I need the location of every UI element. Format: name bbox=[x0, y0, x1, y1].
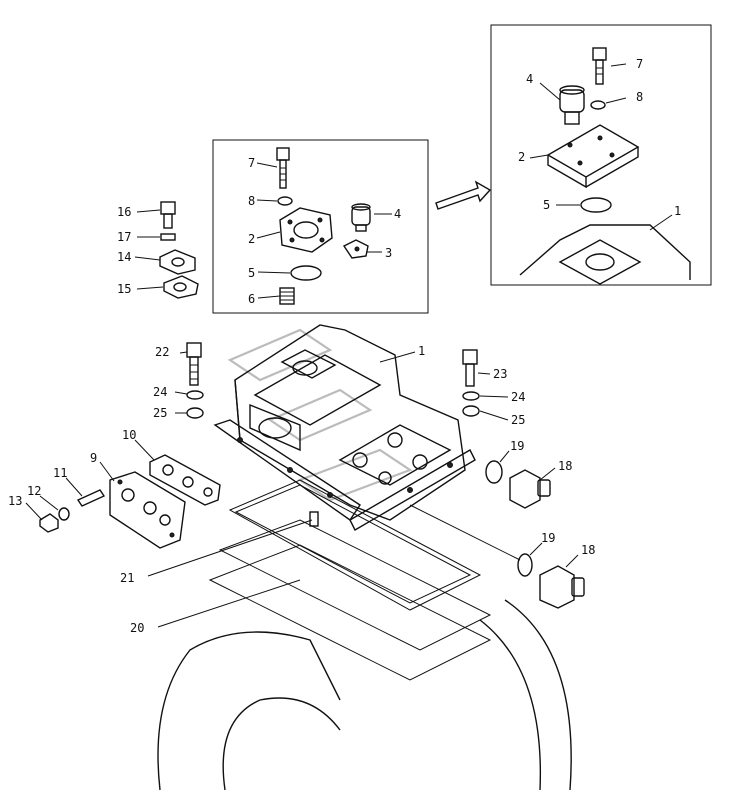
stud-11 bbox=[76, 489, 106, 507]
plug-18-lower bbox=[539, 565, 585, 609]
label-5-right: 5 bbox=[543, 198, 550, 212]
plate-2-right bbox=[546, 124, 640, 189]
label-18-lower: 18 bbox=[581, 543, 595, 557]
label-24-right: 24 bbox=[511, 390, 525, 404]
gasket-15 bbox=[163, 275, 199, 299]
washer-24-right bbox=[462, 391, 480, 401]
label-6: 6 bbox=[248, 292, 255, 306]
label-5-center: 5 bbox=[248, 266, 255, 280]
bolt-7-right bbox=[592, 47, 607, 85]
label-17: 17 bbox=[117, 230, 131, 244]
label-13: 13 bbox=[8, 494, 22, 508]
nut-13 bbox=[39, 513, 59, 533]
transmission-case bbox=[157, 599, 572, 791]
watermark bbox=[227, 328, 413, 502]
sensor-4-center bbox=[351, 203, 371, 232]
label-3: 3 bbox=[385, 246, 392, 260]
label-1-center: 1 bbox=[418, 344, 425, 358]
washer-25-left bbox=[186, 407, 204, 419]
bolt-23 bbox=[462, 349, 478, 387]
washer-24-left bbox=[186, 390, 204, 400]
label-9: 9 bbox=[90, 451, 97, 465]
bolt-16 bbox=[160, 201, 176, 229]
o-ring-5-center bbox=[290, 265, 322, 281]
washer-25-right bbox=[462, 405, 480, 417]
washer-8-right bbox=[590, 100, 606, 110]
o-ring-19-upper bbox=[485, 460, 503, 484]
gasket-plates bbox=[208, 479, 492, 681]
housing-1-right bbox=[519, 224, 691, 285]
flange-14 bbox=[159, 249, 196, 275]
cover-plate-2-center bbox=[279, 207, 333, 253]
plug-18-upper bbox=[509, 469, 551, 509]
washer-17 bbox=[160, 233, 176, 241]
label-25-right: 25 bbox=[511, 413, 525, 427]
label-11: 11 bbox=[53, 466, 67, 480]
sensor-4-right bbox=[559, 85, 585, 125]
washer-8-center bbox=[277, 196, 293, 206]
label-10: 10 bbox=[122, 428, 136, 442]
label-18-upper: 18 bbox=[558, 459, 572, 473]
label-19-upper: 19 bbox=[510, 439, 524, 453]
label-4-center: 4 bbox=[394, 207, 401, 221]
label-8-center: 8 bbox=[248, 194, 255, 208]
label-7-right: 7 bbox=[636, 57, 643, 71]
label-25-left: 25 bbox=[153, 406, 167, 420]
label-7-center: 7 bbox=[248, 156, 255, 170]
label-12: 12 bbox=[27, 484, 41, 498]
label-14: 14 bbox=[117, 250, 131, 264]
valve-body-9 bbox=[109, 471, 186, 549]
detail-box-right bbox=[490, 24, 712, 286]
label-1-right: 1 bbox=[674, 204, 681, 218]
label-23: 23 bbox=[493, 367, 507, 381]
label-2-right: 2 bbox=[518, 150, 525, 164]
washer-12 bbox=[58, 507, 70, 521]
label-21: 21 bbox=[120, 571, 134, 585]
o-ring-5-right bbox=[580, 197, 612, 213]
label-8-right: 8 bbox=[636, 90, 643, 104]
label-24-left: 24 bbox=[153, 385, 167, 399]
label-2-center: 2 bbox=[248, 232, 255, 246]
label-15: 15 bbox=[117, 282, 131, 296]
label-4-right: 4 bbox=[526, 72, 533, 86]
main-housing-1 bbox=[213, 324, 476, 531]
gasket-10 bbox=[149, 454, 221, 506]
bolt-22 bbox=[186, 342, 202, 386]
bolt-7-center bbox=[276, 147, 290, 189]
dowel-pin-21 bbox=[309, 511, 319, 527]
o-ring-19-lower bbox=[517, 553, 533, 577]
part-labels: 7 8 2 4 3 5 6 7 8 4 2 5 1 16 17 14 15 22… bbox=[8, 57, 681, 635]
parts-14-17 bbox=[134, 201, 199, 299]
label-19-lower: 19 bbox=[541, 531, 555, 545]
label-16: 16 bbox=[117, 205, 131, 219]
detail-box-center bbox=[212, 139, 429, 314]
direction-arrow bbox=[435, 180, 492, 210]
fitting-3 bbox=[342, 239, 369, 259]
label-22: 22 bbox=[155, 345, 169, 359]
label-20: 20 bbox=[130, 621, 144, 635]
spring-6 bbox=[279, 287, 295, 305]
